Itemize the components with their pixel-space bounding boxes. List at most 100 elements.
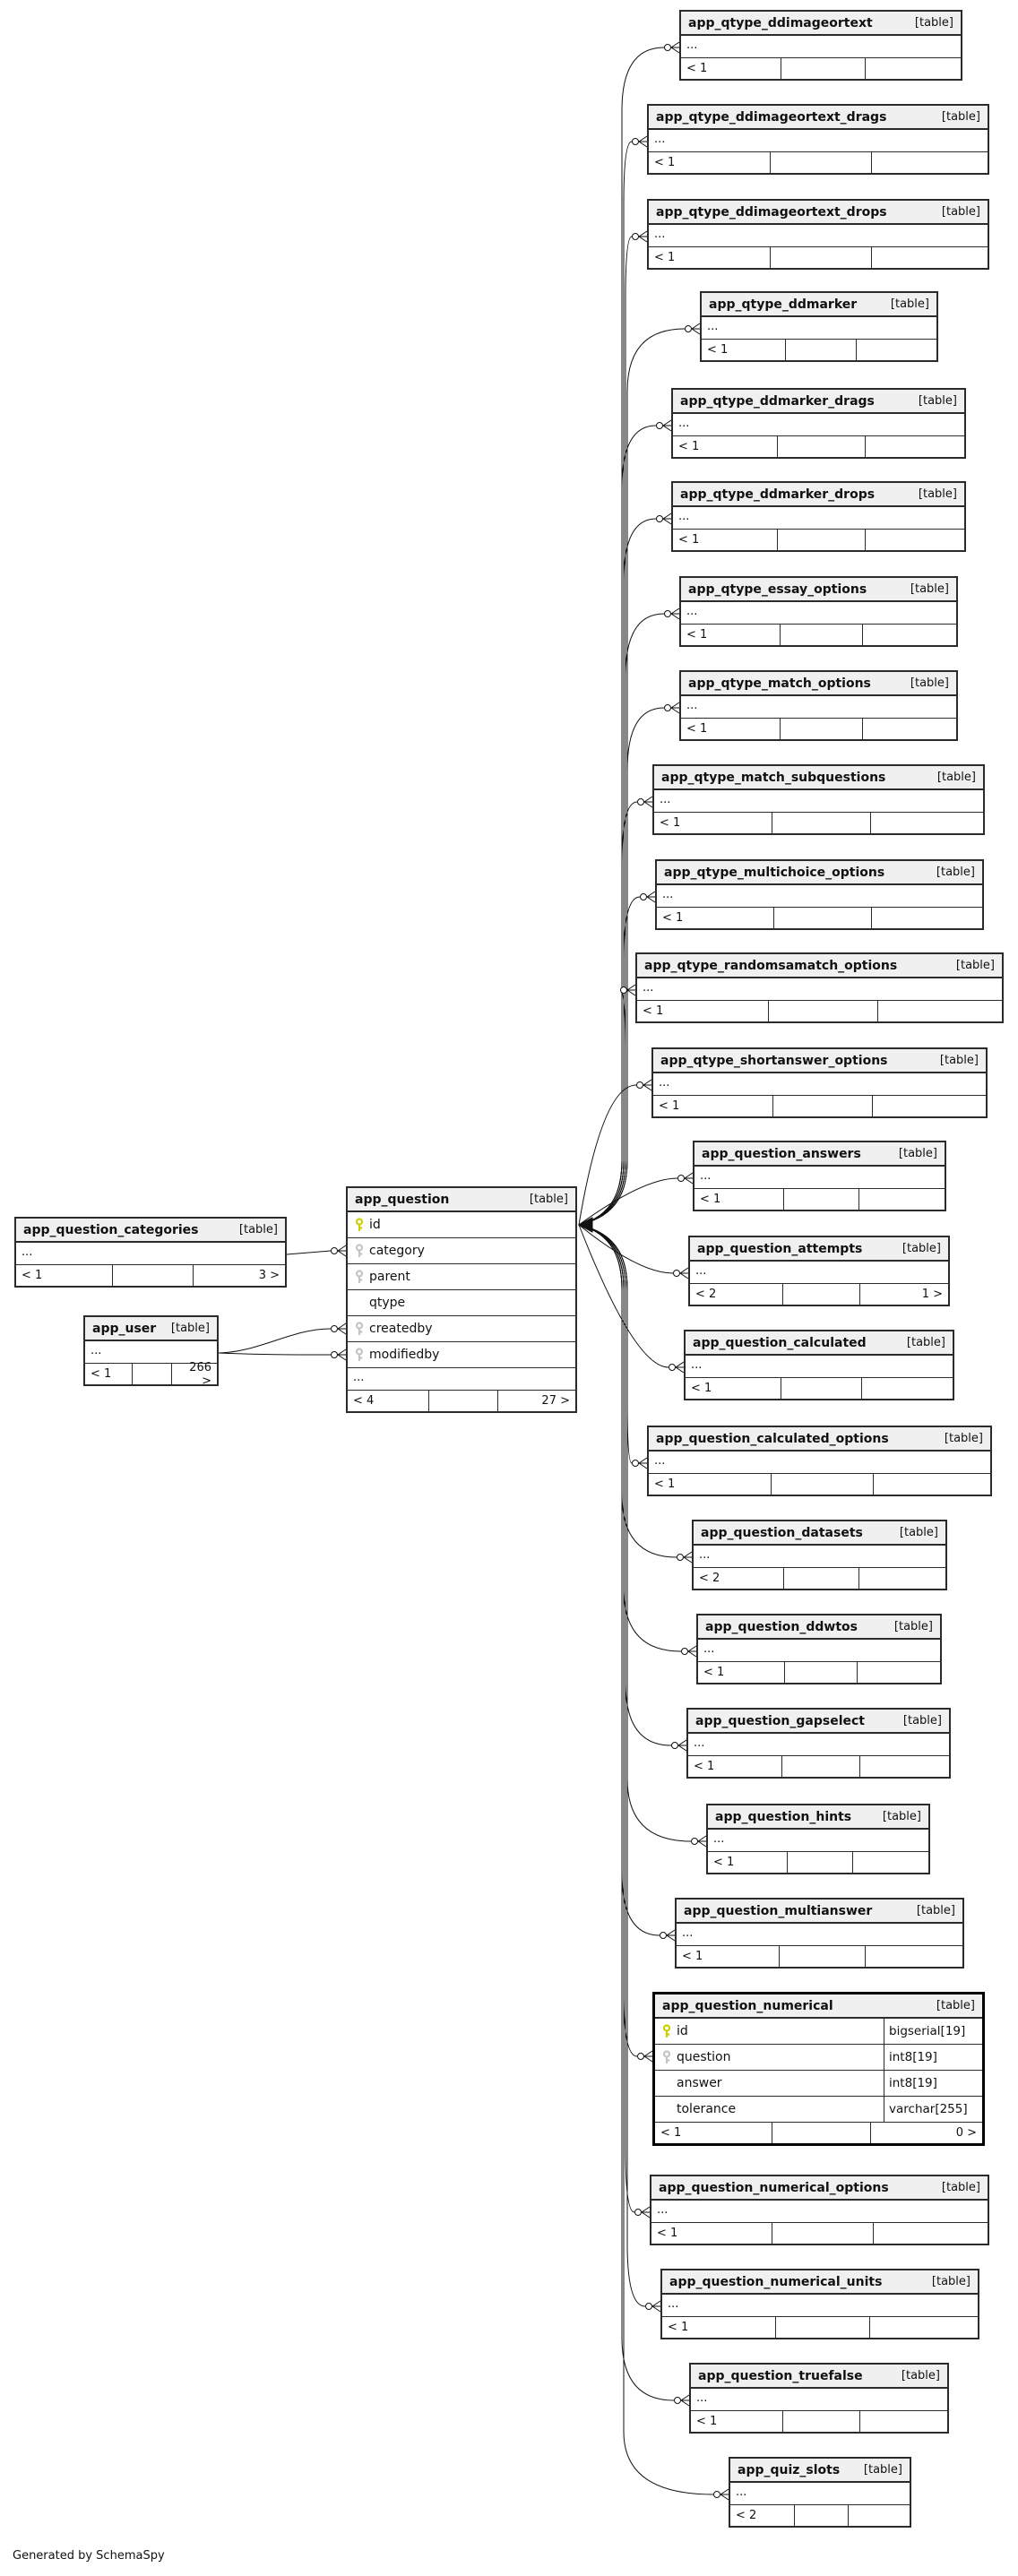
table-name[interactable]: app_question_calculated [693, 1335, 867, 1350]
table-name[interactable]: app_question_multianswer [684, 1903, 873, 1918]
table-app_qtype_ddmarker_drops: app_qtype_ddmarker_drops [table] ... < 1 [671, 481, 966, 552]
column-name: tolerance [677, 2102, 737, 2116]
table-name[interactable]: app_question_hints [715, 1809, 852, 1824]
stat-implied-out: 27 > [541, 1394, 570, 1408]
table-badge: [table] [170, 1322, 210, 1335]
table-header: app_qtype_ddmarker_drops [table] [673, 483, 964, 507]
table-badge: [table] [902, 1242, 941, 1255]
stat-implied-in: < 1 [688, 1756, 782, 1777]
column-row: createdby [348, 1316, 575, 1342]
stat-implied-in: < 1 [653, 1096, 773, 1116]
table-badge: [table] [955, 959, 995, 972]
stat-implied-in: < 1 [681, 719, 781, 739]
table-name[interactable]: app_question_ddwtos [705, 1619, 858, 1634]
stat-spacer [776, 2317, 871, 2338]
table-name[interactable]: app_question_numerical [662, 1998, 833, 2013]
table-app_question_ddwtos: app_question_ddwtos [table] ... < 1 [696, 1614, 942, 1684]
table-app_question_multianswer: app_question_multianswer [table] ... < 1 [675, 1898, 964, 1969]
table-name[interactable]: app_question_gapselect [695, 1713, 865, 1728]
table-name[interactable]: app_question [355, 1192, 450, 1207]
table-header: app_user [table] [85, 1317, 217, 1341]
table-app_question_numerical_options: app_question_numerical_options [table] .… [650, 2175, 989, 2245]
table-app_question_gapselect: app_question_gapselect [table] ... < 1 [686, 1708, 951, 1779]
table-header: app_qtype_multichoice_options [table] [657, 861, 982, 885]
stat-spacer [780, 1946, 866, 1967]
stat-implied-out [853, 1852, 928, 1873]
stat-implied-out [872, 908, 982, 928]
table-name[interactable]: app_qtype_ddimageortext_drops [656, 204, 887, 220]
stat-implied-in: < 4 [348, 1391, 430, 1411]
table-name[interactable]: app_qtype_ddimageortext [688, 15, 873, 30]
stat-spacer [795, 2505, 849, 2526]
stat-spacer [783, 1284, 861, 1305]
table-name[interactable]: app_qtype_ddimageortext_drags [656, 109, 887, 125]
table-name[interactable]: app_quiz_slots [738, 2462, 841, 2477]
columns-ellipsis: ... [681, 602, 956, 625]
table-name[interactable]: app_question_numerical_units [669, 2274, 883, 2289]
table-stats: < 1 [649, 247, 988, 268]
table-stats: < 1 [673, 530, 964, 550]
columns-ellipsis: ... [649, 1452, 990, 1474]
table-badge: [table] [238, 1223, 278, 1236]
table-stats: < 1 [702, 340, 936, 360]
table-stats: < 1 [657, 908, 982, 928]
table-badge: [table] [936, 771, 976, 784]
stat-implied-out: 3 > [258, 1269, 280, 1282]
table-name[interactable]: app_qtype_ddmarker [709, 297, 858, 312]
table-name[interactable]: app_qtype_match_options [688, 676, 871, 691]
table-name[interactable]: app_question_numerical_options [659, 2180, 889, 2195]
column-name: question [677, 2050, 731, 2064]
table-name[interactable]: app_qtype_multichoice_options [664, 865, 885, 880]
table-name[interactable]: app_qtype_essay_options [688, 582, 867, 597]
table-stats: < 1 [637, 1001, 1002, 1021]
table-header: app_qtype_ddmarker_drags [table] [673, 390, 964, 414]
stat-spacer [113, 1265, 194, 1286]
table-name[interactable]: app_question_datasets [701, 1525, 863, 1540]
table-name[interactable]: app_question_categories [23, 1222, 199, 1237]
table-stats: < 4 27 > [348, 1391, 575, 1411]
stat-implied-in: < 1 [681, 625, 781, 645]
table-name[interactable]: app_question_answers [702, 1146, 861, 1161]
table-header: app_question_calculated_options [table] [649, 1427, 990, 1452]
table-stats: < 1 [708, 1852, 928, 1873]
stat-spacer [772, 2123, 871, 2143]
column-name: id [677, 2024, 688, 2038]
stat-spacer [781, 625, 863, 645]
stat-implied-out [857, 340, 936, 360]
table-name[interactable]: app_question_attempts [697, 1241, 863, 1256]
table-stats: < 1 [681, 719, 956, 739]
table-name[interactable]: app_qtype_shortanswer_options [660, 1053, 888, 1068]
table-stats: < 1 [677, 1946, 962, 1967]
stat-implied-in: < 1 [708, 1852, 788, 1873]
table-name[interactable]: app_qtype_ddmarker_drops [680, 487, 876, 502]
table-name[interactable]: app_qtype_randomsamatch_options [644, 958, 898, 973]
stat-spacer [781, 58, 866, 79]
table-name[interactable]: app_question_calculated_options [656, 1431, 889, 1446]
stat-spacer [769, 1001, 878, 1021]
columns-ellipsis: ... [654, 790, 983, 813]
stat-implied-out [872, 247, 988, 268]
columns-ellipsis: ... [673, 507, 964, 530]
stat-spacer [782, 1756, 861, 1777]
stat-implied-out [866, 530, 965, 550]
stat-spacer [783, 2411, 860, 2432]
stat-implied-in: < 2 [694, 1568, 785, 1589]
columns-ellipsis: ... [708, 1830, 928, 1852]
table-name[interactable]: app_qtype_ddmarker_drags [680, 393, 875, 409]
table-header: app_question_multianswer [table] [677, 1900, 962, 1924]
stat-implied-out [866, 1946, 962, 1967]
stat-spacer [781, 719, 863, 739]
table-name[interactable]: app_question_truefalse [698, 2368, 863, 2383]
table-name[interactable]: app_qtype_match_subquestions [661, 770, 886, 785]
column-row: parent [348, 1264, 575, 1290]
foreign-key-icon [355, 1269, 369, 1285]
columns-ellipsis: ... [688, 1734, 949, 1756]
stat-implied-out [862, 1378, 953, 1399]
stat-implied-out [874, 2223, 988, 2244]
table-name[interactable]: app_user [92, 1321, 157, 1336]
table-header: app_question_datasets [table] [694, 1521, 945, 1546]
stat-implied-out [866, 58, 961, 79]
stat-implied-out [866, 436, 965, 457]
table-header: app_quiz_slots [table] [730, 2459, 910, 2483]
foreign-key-icon [355, 1321, 369, 1337]
